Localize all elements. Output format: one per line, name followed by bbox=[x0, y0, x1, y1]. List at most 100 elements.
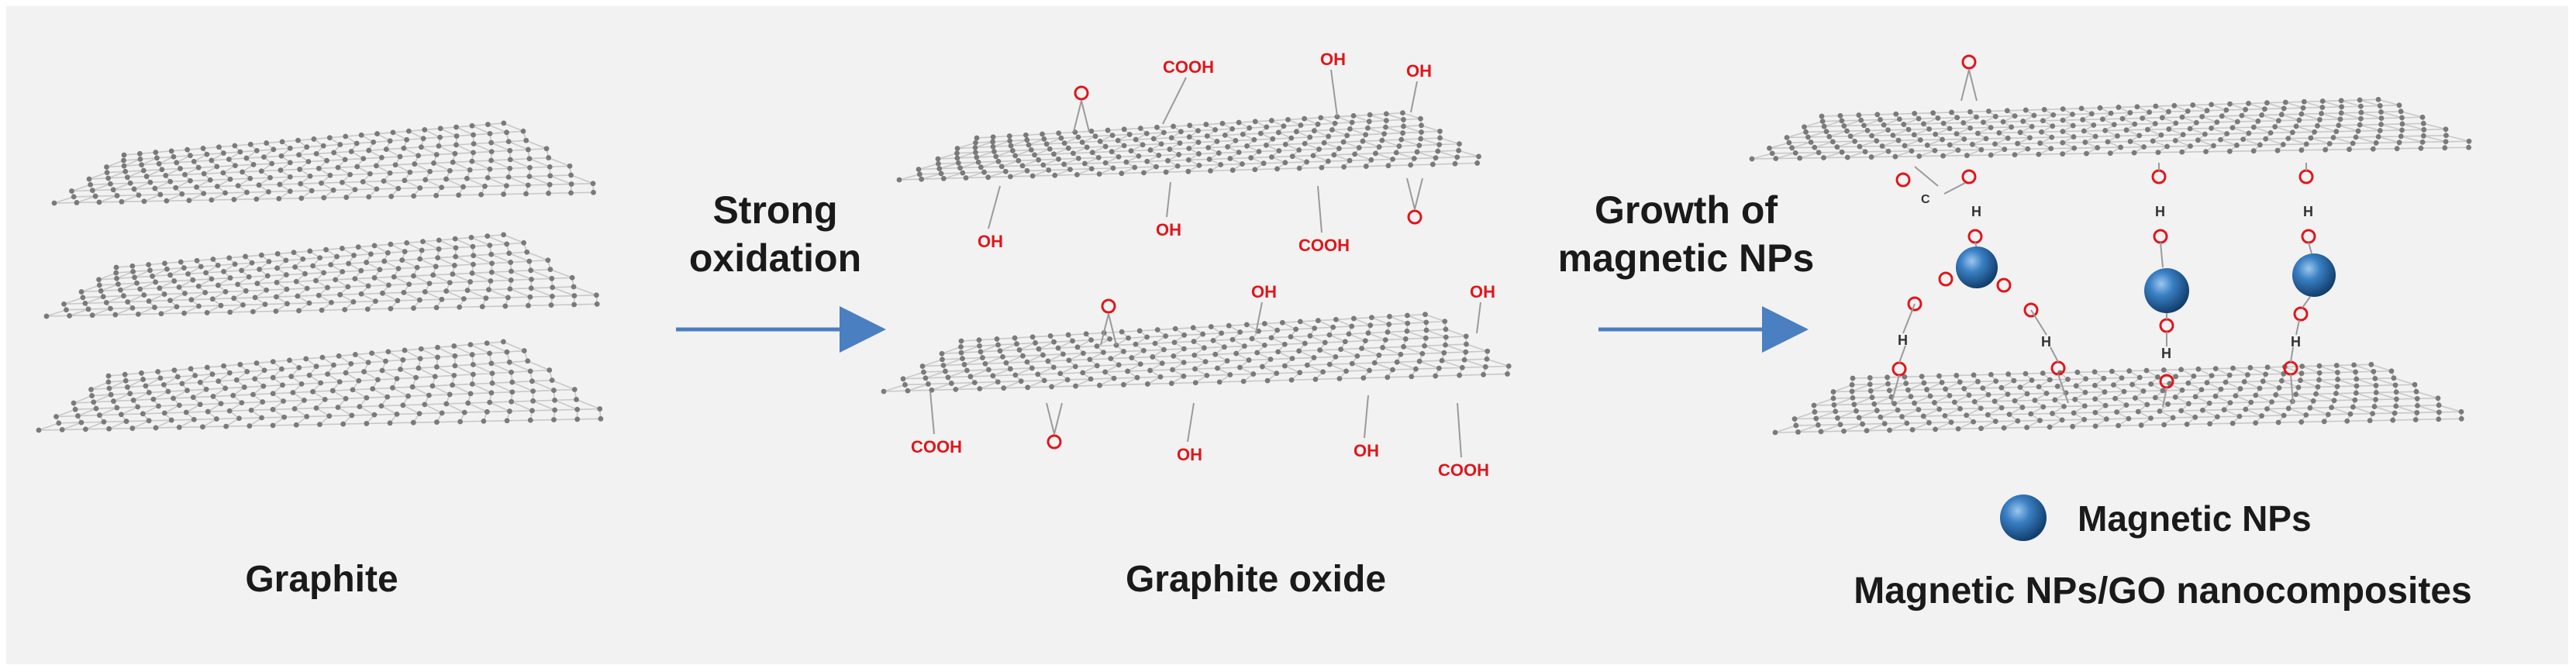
lattice-atom bbox=[1886, 388, 1892, 394]
lattice-atom bbox=[1056, 130, 1062, 136]
chemical-bond bbox=[2057, 374, 2069, 404]
lattice-atom bbox=[2049, 134, 2055, 140]
lattice-atom bbox=[591, 189, 596, 195]
lattice-atom bbox=[1940, 153, 1946, 159]
lattice-atom bbox=[380, 290, 385, 296]
lattice-atom bbox=[2111, 382, 2116, 388]
lattice-atom bbox=[412, 161, 418, 167]
lattice-atom bbox=[1992, 419, 1998, 425]
lattice-atom bbox=[1264, 377, 1271, 384]
lattice-atom bbox=[1811, 402, 1817, 408]
lattice-atom bbox=[2319, 105, 2326, 110]
lattice-atom bbox=[1263, 142, 1269, 148]
lattice-atom bbox=[114, 405, 120, 411]
lattice-atom bbox=[488, 360, 495, 367]
lattice-atom bbox=[2443, 133, 2449, 139]
lattice-atom bbox=[2334, 384, 2340, 390]
lattice-atom bbox=[1304, 362, 1310, 368]
lattice-atom bbox=[2233, 393, 2239, 399]
lattice-atom bbox=[174, 160, 180, 166]
lattice-atom bbox=[397, 153, 403, 160]
lattice-atom bbox=[327, 172, 333, 178]
lattice-atom bbox=[2204, 108, 2210, 114]
lattice-atom bbox=[244, 369, 250, 374]
lattice-atom bbox=[2396, 140, 2402, 146]
lattice-atom bbox=[547, 267, 553, 273]
lattice-atom bbox=[226, 408, 233, 414]
lattice-atom bbox=[210, 257, 216, 262]
lattice-atom bbox=[258, 168, 264, 174]
lattice-atom bbox=[1905, 126, 1912, 133]
lattice-atom bbox=[2060, 117, 2066, 123]
lattice-atom bbox=[1251, 136, 1257, 143]
lattice-atom bbox=[1046, 167, 1052, 173]
lattice-atom bbox=[2052, 397, 2058, 403]
lattice-atom bbox=[2192, 414, 2198, 420]
lattice-atom bbox=[2214, 119, 2220, 126]
lattice-atom bbox=[2109, 368, 2115, 374]
lattice-atom bbox=[1097, 382, 1102, 388]
oh-group: OH bbox=[1156, 220, 1181, 240]
lattice-atom bbox=[1088, 376, 1094, 382]
lattice-atom bbox=[2101, 375, 2107, 381]
lattice-atom bbox=[197, 379, 203, 385]
lattice-atom bbox=[279, 139, 285, 145]
lattice-atom bbox=[317, 255, 323, 261]
lattice-atom bbox=[1274, 370, 1280, 377]
lattice-bonds bbox=[53, 122, 595, 204]
lattice-atom bbox=[2178, 408, 2185, 414]
lattice-atom bbox=[2435, 395, 2441, 401]
lattice-atom bbox=[83, 426, 88, 432]
lattice-atom bbox=[2004, 108, 2010, 114]
lattice-atom bbox=[2019, 405, 2026, 410]
lattice-atom bbox=[1240, 131, 1246, 137]
lattice-atom bbox=[2230, 365, 2236, 371]
lattice-atom bbox=[2097, 105, 2103, 111]
lattice-atom bbox=[153, 150, 159, 155]
lattice-atom bbox=[2315, 122, 2320, 129]
lattice-atom bbox=[157, 375, 164, 381]
lattice-atom bbox=[2143, 367, 2150, 374]
lattice-atom bbox=[114, 275, 119, 281]
lattice-atom bbox=[1418, 115, 1423, 122]
lattice-atom bbox=[235, 281, 241, 288]
lattice-atom bbox=[1089, 150, 1095, 156]
lattice-atom bbox=[195, 164, 202, 171]
lattice-atom bbox=[2065, 376, 2071, 382]
lattice-atom bbox=[1351, 315, 1357, 322]
lattice-atom bbox=[1871, 401, 1878, 407]
lattice-atom bbox=[1869, 395, 1875, 401]
lattice-atom bbox=[1319, 164, 1325, 171]
lattice-atom bbox=[1143, 130, 1150, 136]
hydrogen-atom: H bbox=[2041, 334, 2051, 350]
lattice-atom bbox=[1274, 327, 1281, 333]
lattice-atom bbox=[168, 148, 174, 154]
lattice-atom bbox=[1402, 336, 1409, 342]
lattice-atom bbox=[1837, 422, 1843, 428]
lattice-atom bbox=[258, 252, 264, 258]
lattice-atom bbox=[399, 257, 405, 263]
lattice-atom bbox=[2211, 143, 2216, 149]
lattice-atom bbox=[209, 157, 215, 164]
lattice-atom bbox=[1376, 352, 1382, 358]
lattice-atom bbox=[509, 398, 515, 405]
lattice-atom bbox=[1413, 366, 1419, 372]
lattice-atom bbox=[571, 302, 578, 308]
lattice-atom bbox=[2203, 149, 2209, 155]
lattice-atom bbox=[108, 305, 113, 312]
lattice-atom bbox=[124, 174, 130, 181]
lattice-atom bbox=[2179, 387, 2185, 393]
lattice-atom bbox=[1121, 126, 1127, 133]
lattice-atom bbox=[2060, 140, 2066, 146]
lattice-atom bbox=[465, 400, 471, 406]
lattice-atom bbox=[374, 163, 379, 169]
lattice-atom bbox=[371, 243, 378, 249]
lattice-atom bbox=[1181, 346, 1187, 352]
lattice-atom bbox=[404, 240, 410, 246]
lattice-atom bbox=[484, 408, 490, 415]
lattice-atom bbox=[422, 127, 428, 133]
lattice-atom bbox=[896, 177, 902, 183]
lattice-atom bbox=[216, 282, 221, 288]
lattice-atom bbox=[96, 282, 102, 288]
lattice-atom bbox=[2420, 133, 2426, 139]
